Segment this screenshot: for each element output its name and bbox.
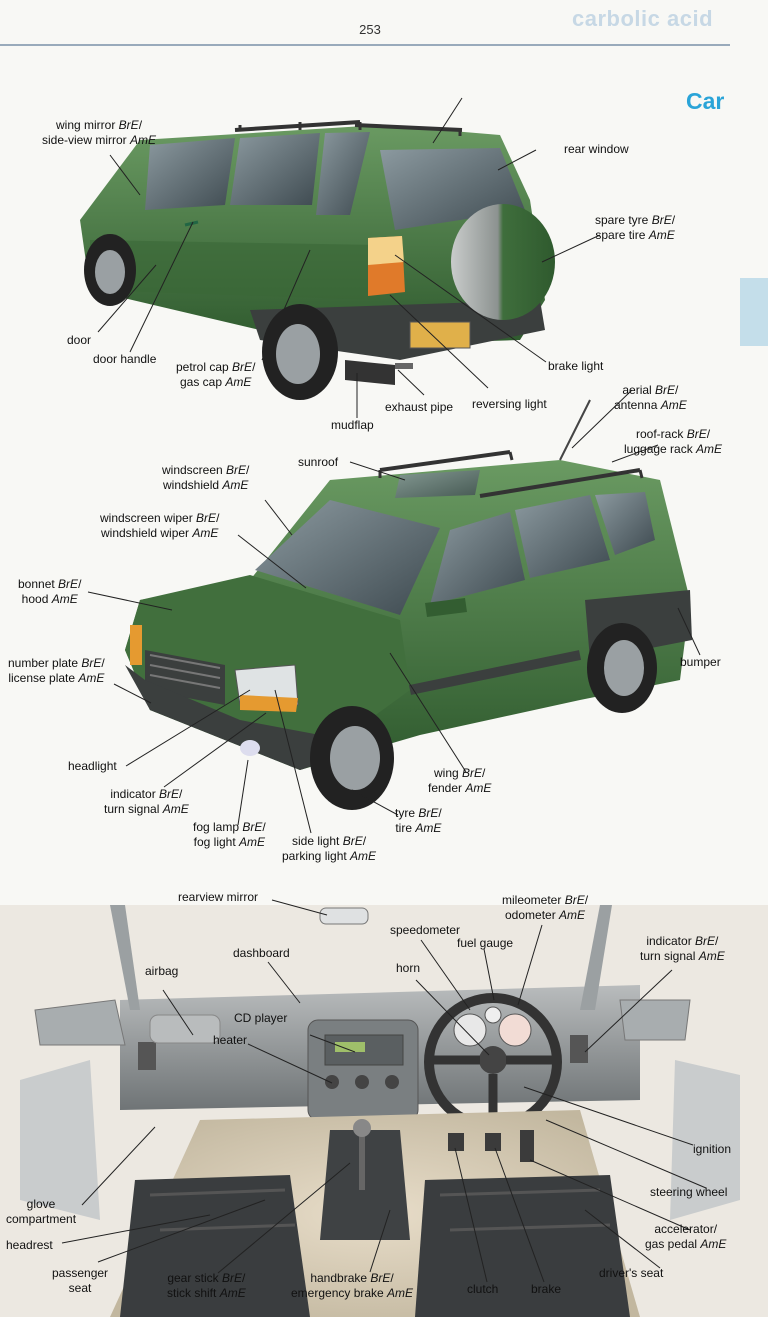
- label-petrol-cap: petrol cap BrE/ gas cap AmE: [176, 360, 256, 389]
- label-ignition: ignition: [693, 1142, 732, 1156]
- label-cd-player: CD player: [234, 1011, 288, 1025]
- label-brake-light: brake light: [548, 359, 604, 373]
- page-title: Car: [686, 88, 725, 114]
- label-clutch: clutch: [467, 1282, 499, 1296]
- label-wing-mirror: wing mirror BrE/ side-view mirror AmE: [42, 118, 157, 147]
- label-gear-stick: gear stick BrE/ stick shift AmE: [167, 1271, 246, 1300]
- label-heater: heater: [213, 1033, 248, 1047]
- label-door-handle: door handle: [93, 352, 157, 366]
- label-horn: horn: [396, 961, 421, 975]
- label-handbrake: handbrake BrE/ emergency brake AmE: [291, 1271, 414, 1300]
- label-bumper: bumper: [680, 655, 721, 669]
- label-windscreen-wiper: windscreen wiper BrE/ windshield wiper A…: [100, 511, 220, 540]
- label-indicator-inside: indicator BrE/ turn signal AmE: [640, 934, 725, 963]
- label-spare-tyre: spare tyre BrE/ spare tire AmE: [595, 213, 676, 242]
- label-rearview-mirror: rearview mirror: [178, 890, 259, 904]
- label-headlight: headlight: [68, 759, 117, 773]
- label-mudflap: mudflap: [331, 418, 374, 432]
- leader-lines: [61, 97, 707, 1283]
- label-airbag: airbag: [145, 964, 179, 978]
- label-accelerator: accelerator/ gas pedal AmE: [645, 1222, 727, 1251]
- label-dashboard: dashboard: [233, 946, 290, 960]
- car-rear-view: [80, 120, 555, 400]
- header-word: carbolic acid: [572, 6, 714, 31]
- car-front-view: [125, 399, 692, 810]
- header-rule: [0, 44, 730, 46]
- label-fog-lamp: fog lamp BrE/ fog light AmE: [193, 820, 266, 849]
- thumb-index-tab: [740, 278, 768, 346]
- label-windscreen: windscreen BrE/ windshield AmE: [162, 463, 250, 492]
- label-steering-wheel: steering wheel: [650, 1185, 728, 1199]
- label-passenger-seat: passenger seat: [52, 1266, 109, 1295]
- label-headrest: headrest: [6, 1238, 53, 1252]
- label-speedometer: speedometer: [390, 923, 461, 937]
- label-glove-compartment: glove compartment: [6, 1197, 77, 1226]
- label-brake: brake: [531, 1282, 562, 1296]
- label-side-light: side light BrE/ parking light AmE: [282, 834, 377, 863]
- label-fuel-gauge: fuel gauge: [457, 936, 514, 950]
- label-drivers-seat: driver's seat: [599, 1266, 664, 1280]
- label-wing: wing BrE/ fender AmE: [428, 766, 492, 795]
- label-number-plate: number plate BrE/ license plate AmE: [8, 656, 105, 685]
- label-reversing-light: reversing light: [472, 397, 547, 411]
- label-indicator-front: indicator BrE/ turn signal AmE: [104, 787, 189, 816]
- label-rear-window: rear window: [564, 142, 629, 156]
- car-interior: [0, 905, 768, 1317]
- label-roof-rack: roof-rack BrE/ luggage rack AmE: [624, 427, 723, 456]
- label-sunroof: sunroof: [298, 455, 339, 469]
- label-aerial: aerial BrE/ antenna AmE: [614, 383, 687, 412]
- page-number: 253: [359, 22, 381, 37]
- label-bonnet: bonnet BrE/ hood AmE: [18, 577, 82, 606]
- label-mileometer: mileometer BrE/ odometer AmE: [502, 893, 589, 922]
- label-door: door: [67, 333, 92, 347]
- label-exhaust-pipe: exhaust pipe: [385, 400, 454, 414]
- label-tyre: tyre BrE/ tire AmE: [395, 806, 442, 835]
